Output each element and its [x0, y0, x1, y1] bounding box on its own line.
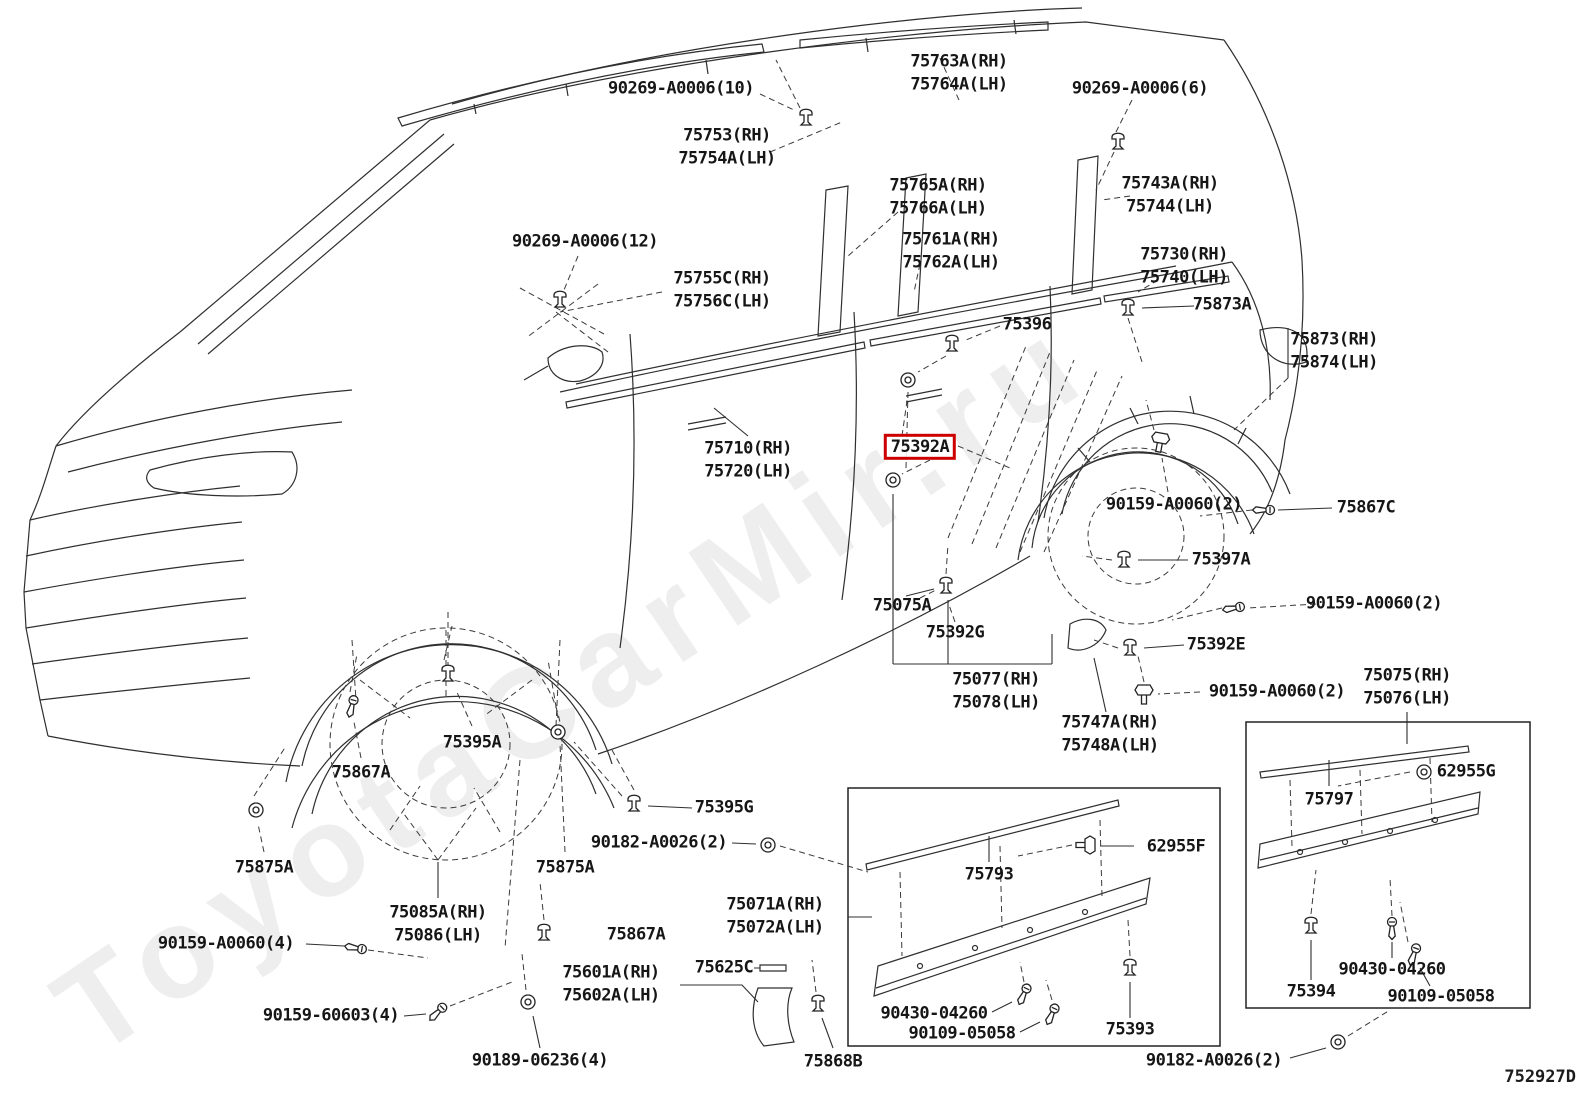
- part-label-62955f[interactable]: 62955F: [1146, 836, 1206, 857]
- clip-icon: [537, 923, 551, 941]
- part-label-75395a[interactable]: 75395A: [442, 732, 502, 753]
- screw-icon: [1042, 1001, 1062, 1027]
- grommet-icon: [900, 372, 916, 388]
- part-label-90109-05058-a[interactable]: 90109-05058: [908, 1023, 1016, 1044]
- part-label-90159-a0060-2-a[interactable]: 90159-A0060(2): [1105, 494, 1243, 515]
- part-label-75730-75740[interactable]: 75730(RH) 75740(LH): [1140, 244, 1228, 288]
- screw-icon: [344, 694, 360, 719]
- part-label-75392g[interactable]: 75392G: [925, 622, 985, 643]
- screw-icon: [1014, 981, 1034, 1007]
- clip-icon: [1123, 638, 1137, 656]
- part-label-75867a-front[interactable]: 75867A: [331, 762, 391, 783]
- part-label-75875a-left[interactable]: 75875A: [234, 857, 294, 878]
- part-label-75875a-right[interactable]: 75875A: [535, 857, 595, 878]
- clip-icon: [627, 794, 641, 812]
- part-label-75793[interactable]: 75793: [964, 864, 1014, 885]
- part-label-75085a-75086[interactable]: 75085A(RH) 75086(LH): [389, 902, 487, 946]
- part-label-75077-75078[interactable]: 75077(RH) 75078(LH): [952, 669, 1040, 713]
- clip-icon: [945, 334, 959, 352]
- part-label-90269-a0006-6[interactable]: 90269-A0006(6): [1071, 78, 1209, 99]
- part-label-90109-05058-b[interactable]: 90109-05058: [1387, 986, 1495, 1007]
- part-label-75873-75874[interactable]: 75873(RH) 75874(LH): [1290, 329, 1378, 373]
- part-label-75397a[interactable]: 75397A: [1191, 549, 1251, 570]
- part-label-75075-75076[interactable]: 75075(RH) 75076(LH): [1363, 665, 1451, 709]
- screw-icon: [426, 1000, 450, 1024]
- part-label-75392a-highlighted[interactable]: 75392A: [883, 433, 957, 461]
- part-label-75395g[interactable]: 75395G: [694, 797, 754, 818]
- clip-icon: [441, 664, 455, 682]
- part-label-62955g[interactable]: 62955G: [1436, 761, 1496, 782]
- part-label-75393[interactable]: 75393: [1105, 1019, 1155, 1040]
- clip-icon: [1121, 298, 1135, 316]
- part-label-75743a-75744[interactable]: 75743A(RH) 75744(LH): [1121, 173, 1219, 217]
- part-label-90430-04260-b[interactable]: 90430-04260: [1338, 959, 1446, 980]
- part-label-75797[interactable]: 75797: [1304, 789, 1354, 810]
- part-label-75071a-75072a[interactable]: 75071A(RH) 75072A(LH): [726, 894, 824, 938]
- part-label-75867c[interactable]: 75867C: [1336, 497, 1396, 518]
- grommet-icon: [1416, 764, 1432, 780]
- clip-icon: [553, 290, 567, 308]
- leader-lines-solid: [305, 305, 1431, 1059]
- detail-box-rear-moulding: [1245, 721, 1531, 1009]
- part-label-90159-a0060-4[interactable]: 90159-A0060(4): [157, 933, 295, 954]
- part-label-90182-a0026-2-a[interactable]: 90182-A0026(2): [590, 832, 728, 853]
- clip-icon: [1111, 132, 1125, 150]
- clip-icon: [1123, 958, 1137, 976]
- part-label-75755c-75756c[interactable]: 75755C(RH) 75756C(LH): [673, 268, 771, 312]
- bolt-icon: [1075, 835, 1096, 855]
- grommet-icon: [885, 472, 901, 488]
- part-label-75763a-75764a[interactable]: 75763A(RH) 75764A(LH): [910, 51, 1008, 95]
- car-outline: [23, 7, 1308, 1047]
- part-label-90159-a0060-2-b[interactable]: 90159-A0060(2): [1305, 593, 1443, 614]
- part-label-75710-75720[interactable]: 75710(RH) 75720(LH): [704, 438, 792, 482]
- part-label-75601a-75602a[interactable]: 75601A(RH) 75602A(LH): [562, 962, 660, 1006]
- grommet-icon: [1330, 1034, 1346, 1050]
- part-label-75753-75754a[interactable]: 75753(RH) 75754A(LH): [678, 125, 776, 169]
- part-label-75625c[interactable]: 75625C: [694, 957, 754, 978]
- part-label-90159-a0060-2-c[interactable]: 90159-A0060(2): [1208, 681, 1346, 702]
- part-label-75075a[interactable]: 75075A: [872, 595, 932, 616]
- grommet-icon: [760, 837, 776, 853]
- screw-icon: [343, 940, 368, 955]
- bolt-icon: [1134, 684, 1154, 705]
- grommet-icon: [248, 802, 264, 818]
- part-label-90182-a0026-2-b[interactable]: 90182-A0026(2): [1145, 1050, 1283, 1071]
- grommet-icon: [520, 994, 536, 1010]
- screw-icon: [1221, 601, 1246, 616]
- clip-icon: [799, 108, 813, 126]
- part-label-75392e[interactable]: 75392E: [1186, 634, 1246, 655]
- grommet-icon: [550, 724, 566, 740]
- part-label-75867a-lower[interactable]: 75867A: [606, 924, 666, 945]
- bolt-icon: [1148, 430, 1172, 455]
- part-label-90159-60603-4[interactable]: 90159-60603(4): [262, 1005, 400, 1026]
- clip-icon: [939, 576, 953, 594]
- clip-icon: [1304, 916, 1318, 934]
- part-label-75396[interactable]: 75396: [1002, 314, 1052, 335]
- part-label-75873a[interactable]: 75873A: [1192, 294, 1252, 315]
- part-label-90269-a0006-10[interactable]: 90269-A0006(10): [607, 78, 755, 99]
- part-label-75765a-75766a[interactable]: 75765A(RH) 75766A(LH): [889, 175, 987, 219]
- diagram-code: 752927D: [1504, 1067, 1576, 1087]
- part-label-90269-a0006-12[interactable]: 90269-A0006(12): [511, 231, 659, 252]
- leader-lines-dashed: [253, 53, 1433, 1037]
- part-label-75761a-75762a[interactable]: 75761A(RH) 75762A(LH): [902, 229, 1000, 273]
- part-label-75868b[interactable]: 75868B: [803, 1051, 863, 1072]
- part-label-75747a-75748a[interactable]: 75747A(RH) 75748A(LH): [1061, 712, 1159, 756]
- detail-box-artwork: [865, 745, 1481, 997]
- screw-icon: [1386, 916, 1398, 941]
- part-label-75394[interactable]: 75394: [1286, 981, 1336, 1002]
- part-label-90189-06236-4[interactable]: 90189-06236(4): [471, 1050, 609, 1071]
- clip-icon: [811, 994, 825, 1012]
- part-label-90430-04260-a[interactable]: 90430-04260: [880, 1003, 988, 1024]
- clip-icon: [1117, 550, 1131, 568]
